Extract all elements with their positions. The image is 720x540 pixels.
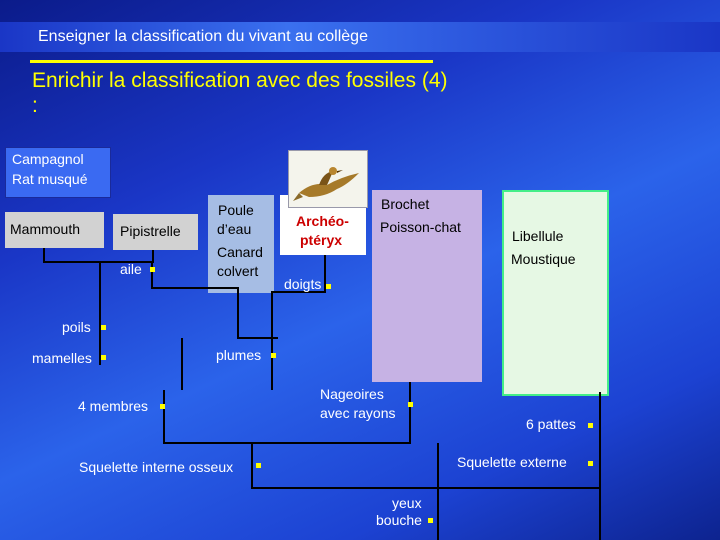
label-plumes: plumes [216,347,262,363]
pipistrelle-label: Pipistrelle [120,223,181,239]
label-nageoires-1: Nageoires [320,386,384,402]
archeopteryx-icon [293,167,359,201]
node-membres [160,404,165,409]
node-pattes [588,423,593,428]
label-pattes: 6 pattes [526,416,576,432]
insects-label-1: Libellule [512,228,564,244]
label-aile: aile [120,261,142,277]
label-doigts: doigts [284,276,322,292]
insects-label-2: Moustique [511,251,576,267]
mammouth-box [5,212,104,248]
node-yeux [428,518,433,523]
rodents-label-2: Rat musqué [12,171,88,187]
birds-label-2: d’eau [217,221,252,237]
node-poils [101,325,106,330]
label-yeux: yeux [392,495,422,511]
insects-box [502,190,609,396]
label-mamelles: mamelles [32,350,92,366]
label-bouche: bouche [376,512,422,528]
archeopteryx-label-1: Archéo- [296,213,349,229]
label-nageoires-2: avec rayons [320,405,396,421]
pipistrelle-box [113,214,198,250]
birds-label-3: Canard [217,244,263,260]
birds-box [208,195,274,293]
node-squelette-interne [256,463,261,468]
slide-title: Enrichir la classification avec des foss… [32,69,448,118]
mammouth-label: Mammouth [10,221,81,237]
node-nageoires [408,402,413,407]
node-doigts [326,284,331,289]
node-plumes [271,353,276,358]
label-squelette-interne: Squelette interne osseux [79,459,234,475]
birds-label-1: Poule [218,202,254,218]
label-poils: poils [62,319,91,335]
archeopteryx-fossil-image [288,150,368,208]
rodents-label-1: Campagnol [12,151,84,167]
node-mamelles [101,355,106,360]
slide-header: Enseigner la classification du vivant au… [38,28,368,45]
label-squelette-externe: Squelette externe [457,454,567,470]
fish-label-1: Brochet [381,196,430,212]
label-membres: 4 membres [78,398,149,414]
node-squelette-externe [588,461,593,466]
node-aile [150,267,155,272]
title-underline [30,60,433,63]
rodents-box [5,147,111,198]
fish-label-2: Poisson-chat [380,219,461,235]
archeopteryx-label-2: ptéryx [300,232,343,248]
fish-box [372,190,482,382]
header-band [0,22,720,52]
birds-label-4: colvert [217,263,259,279]
